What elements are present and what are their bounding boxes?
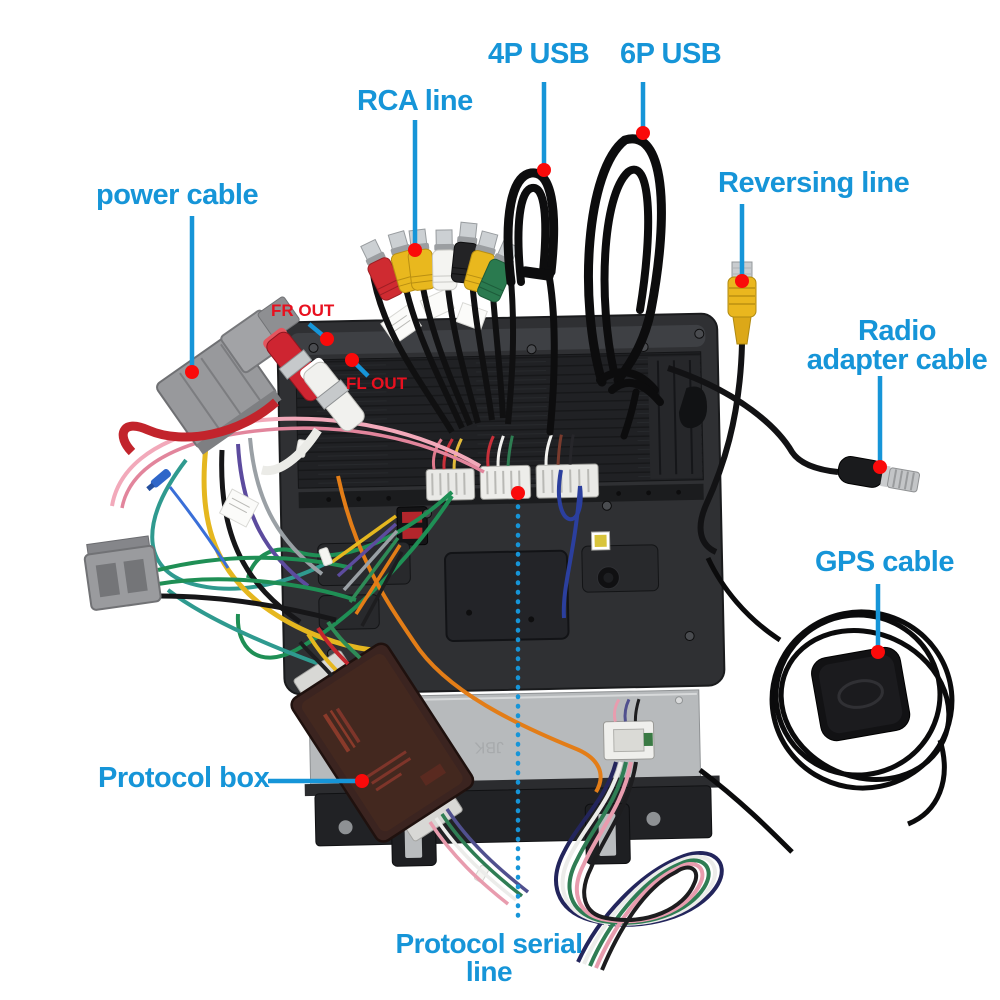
power-connector-lower bbox=[83, 535, 162, 611]
blue-accessory-wire bbox=[168, 486, 230, 569]
serial-port-connector bbox=[602, 698, 655, 761]
label-usb-6p: 6P USB bbox=[620, 38, 722, 70]
pointer-dot-usb4p bbox=[537, 163, 551, 177]
label-protocol-box: Protocol box bbox=[98, 762, 270, 794]
power-connector-secondary bbox=[220, 296, 300, 374]
label-radio-adapter-line1: Radio bbox=[857, 315, 937, 347]
label-usb-4p: 4P USB bbox=[488, 38, 590, 70]
pointer-dot-protocol-box bbox=[355, 774, 369, 788]
pointer-dot-protocol-serial bbox=[511, 486, 525, 500]
gps-antenna bbox=[811, 646, 911, 742]
spade-terminal bbox=[146, 468, 172, 492]
protocol-serial-wires bbox=[554, 761, 724, 971]
antenna-jack bbox=[594, 534, 607, 548]
label-power-cable: power cable bbox=[96, 179, 259, 211]
label-radio-adapter-cable: Radio adapter cable bbox=[797, 317, 997, 375]
radio-adapter-cable bbox=[667, 365, 921, 493]
label-protocol-serial-line: Protocol serial line bbox=[389, 930, 589, 986]
gps-cable-coil bbox=[698, 556, 955, 854]
label-fr-out: FR OUT bbox=[271, 301, 335, 320]
svg-text:JBK: JBK bbox=[474, 738, 504, 756]
pointer-dot-radio bbox=[873, 460, 887, 474]
label-reversing-line: Reversing line bbox=[718, 167, 910, 199]
label-fl-out: FL OUT bbox=[346, 374, 408, 393]
pointer-dot-power bbox=[185, 365, 199, 379]
rca-connector-bundle bbox=[360, 221, 519, 303]
usb-6p-cable bbox=[584, 134, 666, 440]
pointer-dot-gps bbox=[871, 645, 885, 659]
protocol-box bbox=[290, 620, 530, 906]
radio-adapter-connector bbox=[837, 456, 921, 493]
power-harness bbox=[146, 437, 404, 653]
pointer-dot-rca bbox=[408, 243, 422, 257]
pointer-dot-fr-out bbox=[320, 332, 334, 346]
label-radio-adapter-line2: adapter cable bbox=[806, 344, 988, 376]
pointer-dot-reversing bbox=[735, 274, 749, 288]
fl-out-coupler bbox=[260, 357, 365, 476]
pointer-dot-fl-out bbox=[345, 353, 359, 367]
label-protocol-serial-line1: Protocol serial bbox=[395, 928, 583, 959]
pointer-dot-usb6p bbox=[636, 126, 650, 140]
label-gps-cable: GPS cable bbox=[815, 546, 954, 578]
usb-4p-cable bbox=[503, 168, 559, 436]
vent-notch bbox=[678, 386, 708, 429]
orange-wire bbox=[336, 475, 603, 794]
label-rca-line: RCA line bbox=[357, 85, 473, 117]
callout-leaders bbox=[185, 82, 887, 927]
label-protocol-serial-line2: line bbox=[465, 956, 513, 987]
